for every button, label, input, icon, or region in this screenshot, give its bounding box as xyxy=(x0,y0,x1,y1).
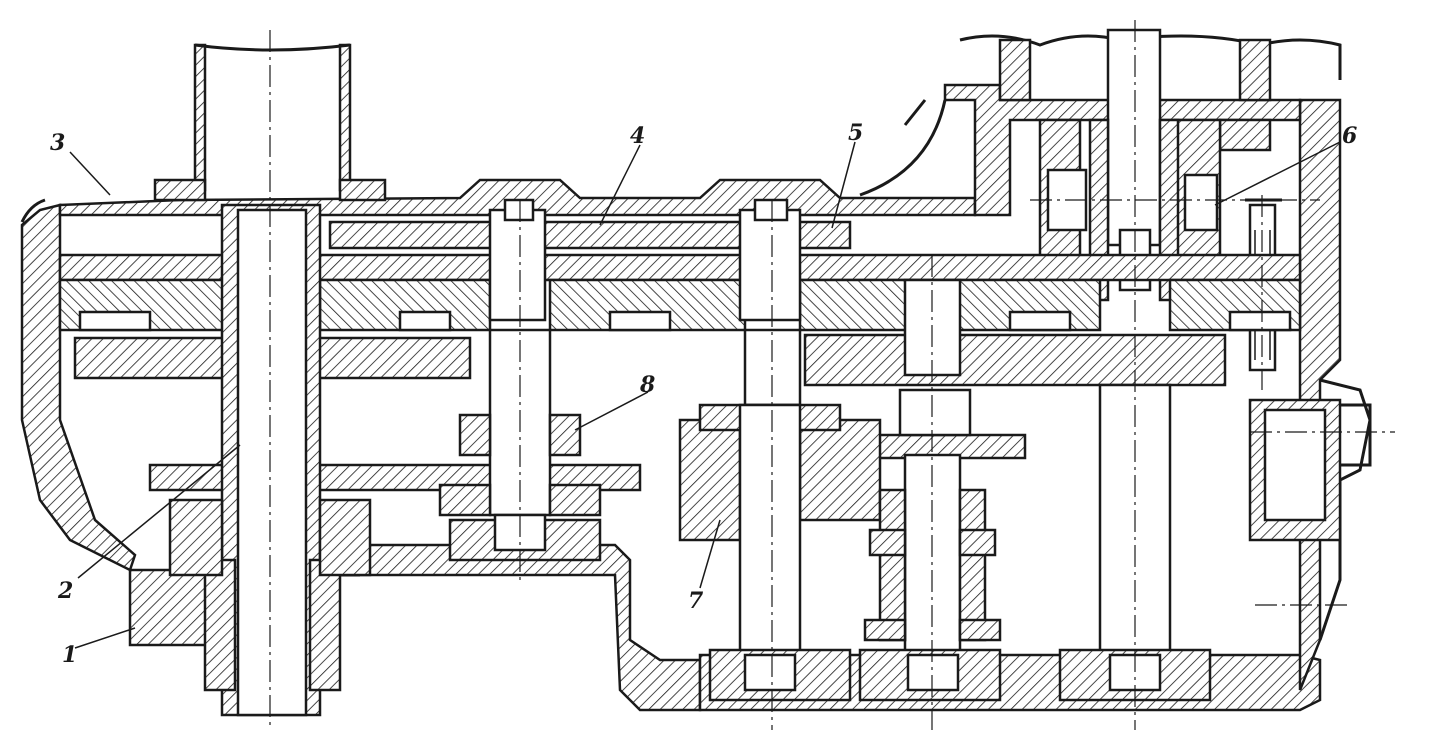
callout-8: 8 xyxy=(639,372,655,398)
callout-2: 2 xyxy=(57,578,73,604)
input-shaft xyxy=(168,203,372,717)
top-gear-train xyxy=(328,198,852,322)
shaft-7 xyxy=(678,328,882,702)
input-shaft-housing xyxy=(153,43,387,202)
side-cover xyxy=(1248,398,1372,542)
callout-3: 3 xyxy=(50,130,65,156)
center-lines xyxy=(269,20,1395,730)
callout-5: 5 xyxy=(848,120,863,146)
leader-lines xyxy=(69,141,1341,649)
callout-7: 7 xyxy=(688,588,704,614)
callout-1: 1 xyxy=(62,642,77,668)
callout-4: 4 xyxy=(630,123,645,149)
callout-6: 6 xyxy=(1342,123,1357,149)
